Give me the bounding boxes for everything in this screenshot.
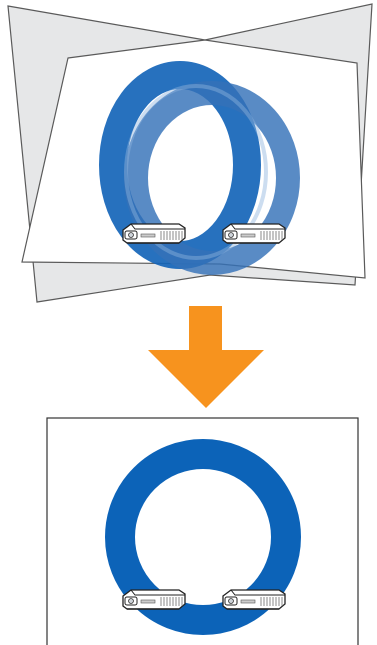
projector-left-icon [123, 224, 185, 243]
projector-left-icon [123, 590, 185, 609]
projector-right-icon [223, 590, 285, 609]
after-panel [47, 418, 358, 645]
down-arrow-icon [148, 306, 264, 408]
before-panel [8, 4, 372, 302]
projector-right-icon [223, 224, 285, 243]
